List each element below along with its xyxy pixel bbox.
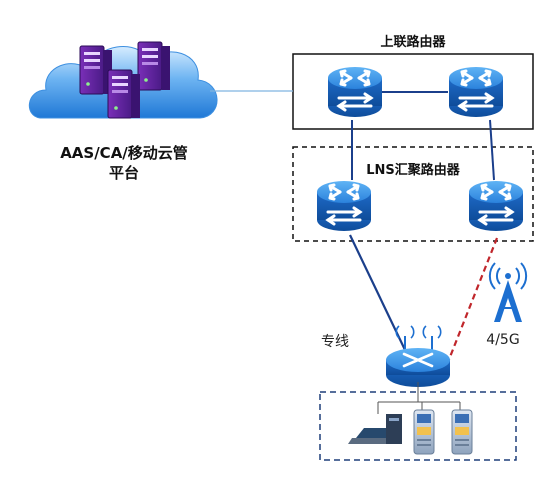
- wireless-link: [446, 237, 499, 363]
- wireless-label: 4/5G: [486, 332, 519, 348]
- cloud-label-line2: 平台: [109, 164, 139, 182]
- cloud-label-line1: AAS/CA/移动云管: [60, 144, 188, 162]
- computer-icon: [348, 414, 402, 444]
- wireless-router-icon: [386, 325, 450, 387]
- endpoint-area: [319, 391, 517, 461]
- uplink-router-left-icon: [326, 65, 384, 119]
- cell-tower-icon: [488, 262, 528, 322]
- server-icon: [79, 45, 113, 95]
- uplink-to-lns-link-right: [489, 119, 495, 181]
- lns-router-group: [292, 146, 534, 242]
- uplink-group-title: 上联路由器: [380, 34, 446, 50]
- lns-router-right-icon: [467, 179, 525, 233]
- terminal-device-icon: [451, 409, 473, 455]
- cloud-platform: [29, 41, 218, 119]
- dedicated-line-link: [349, 234, 407, 353]
- uplink-router-right-icon: [447, 65, 505, 119]
- endpoint-bus-line: [377, 382, 461, 414]
- server-icon: [137, 41, 171, 91]
- dedicated-line-label: 专线: [321, 334, 349, 350]
- lns-router-left-icon: [315, 179, 373, 233]
- terminal-device-icon: [413, 409, 435, 455]
- server-icon: [107, 69, 141, 119]
- lns-group-title: LNS汇聚路由器: [366, 162, 461, 178]
